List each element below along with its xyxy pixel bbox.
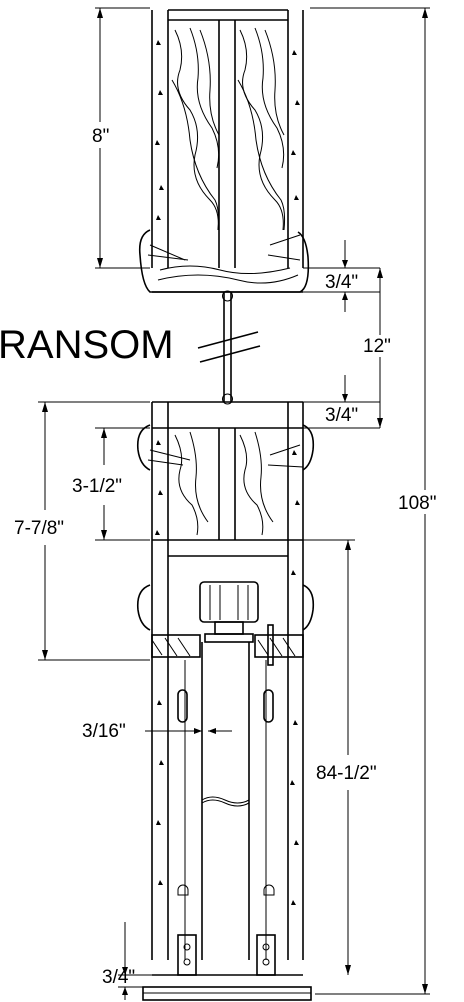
dim-door-clearance: 3/16" <box>82 721 126 742</box>
dim-door-height: 84-1/2" <box>316 763 377 784</box>
dim-upper-gap: 3/4" <box>325 272 358 293</box>
dim-header-depth: 3-1/2" <box>72 476 122 497</box>
dim-lower-gap: 3/4" <box>325 405 358 426</box>
transom-glass <box>197 290 261 405</box>
dim-transom: 12" <box>363 336 391 357</box>
dim-floor-gap: 3/4" <box>102 967 135 988</box>
transom-label: RANSOM <box>0 323 174 367</box>
header-section <box>136 401 315 960</box>
dim-header-total: 7-7/8" <box>14 518 64 539</box>
dim-top-stud: 8" <box>92 126 109 147</box>
dimension-lines <box>38 7 430 1000</box>
top-wall-section <box>138 9 310 293</box>
dim-overall: 108" <box>398 493 436 514</box>
